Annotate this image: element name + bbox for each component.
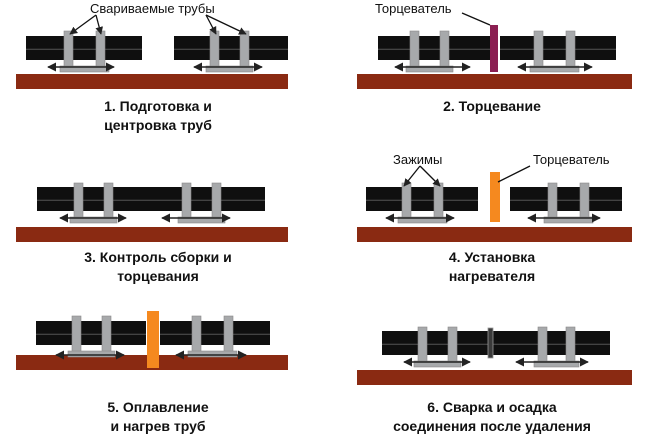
clamp-post <box>537 326 548 366</box>
base-rail <box>357 227 632 242</box>
pipe <box>155 187 265 211</box>
step-6-panel <box>357 326 632 385</box>
clamp-plate <box>67 350 116 358</box>
base-rail <box>16 227 288 242</box>
pipe <box>382 331 492 355</box>
pipe <box>378 36 494 60</box>
pipe <box>366 187 478 211</box>
clamp-post <box>239 30 250 71</box>
clamp-post <box>417 326 428 366</box>
callout-lines <box>69 12 531 187</box>
pipe <box>500 36 616 60</box>
clamp-post <box>95 30 106 71</box>
clamp-post <box>447 326 458 366</box>
base-rail <box>357 370 632 385</box>
step-4-panel <box>357 172 632 242</box>
clamp-post <box>439 30 450 71</box>
facer-label: Торцеватель <box>375 1 452 16</box>
clamp-post <box>409 30 420 71</box>
clamp-plate <box>187 350 238 358</box>
facer-tool <box>490 25 498 72</box>
pipe <box>492 331 610 355</box>
heater-plate <box>147 311 159 368</box>
clamp-post <box>101 315 112 356</box>
clamp-post <box>433 182 444 222</box>
clamp-post <box>401 182 412 222</box>
weld-bead <box>487 327 494 359</box>
welded-pipes-label: Свариваемые трубы <box>90 1 215 16</box>
pipe <box>36 321 146 345</box>
clamp-post <box>71 315 82 356</box>
pipe <box>37 187 155 211</box>
pipe <box>26 36 142 60</box>
clamp-post <box>533 30 544 71</box>
clamp-post <box>579 182 590 222</box>
clamp-post <box>223 315 234 356</box>
clamp-post <box>211 182 222 222</box>
clamp-post <box>547 182 558 222</box>
step-2-caption: 2. Торцевание <box>443 98 541 114</box>
pipe <box>174 36 288 60</box>
clamp-post <box>191 315 202 356</box>
base-rail <box>357 74 632 89</box>
clamp-post <box>63 30 74 71</box>
step-3-caption: 3. Контроль сборки и торцевания <box>84 249 232 284</box>
step-1-panel <box>16 30 288 89</box>
clamp-post <box>73 182 84 222</box>
base-rail <box>16 74 288 89</box>
clamp-post <box>565 30 576 71</box>
step-3-panel <box>16 182 288 242</box>
pipe <box>510 187 622 211</box>
facer-label-step-4: Торцеватель <box>533 152 610 167</box>
clamp-post <box>209 30 220 71</box>
clamp-post <box>181 182 192 222</box>
heater-plate <box>490 172 500 222</box>
clamp-post <box>565 326 576 366</box>
step-4-caption: 4. Установка нагревателя <box>448 249 536 284</box>
step-5-caption: 5. Оплавление и нагрев труб <box>107 399 209 434</box>
pipe <box>160 321 270 345</box>
step-6-caption: 6. Сварка и осадка соединения после удал… <box>393 399 591 434</box>
clamps-label: Зажимы <box>393 152 443 167</box>
step-2-panel <box>357 25 632 89</box>
step-5-panel <box>16 311 288 370</box>
step-1-caption: 1. Подготовка и центровка труб <box>104 98 212 133</box>
clamp-post <box>103 182 114 222</box>
